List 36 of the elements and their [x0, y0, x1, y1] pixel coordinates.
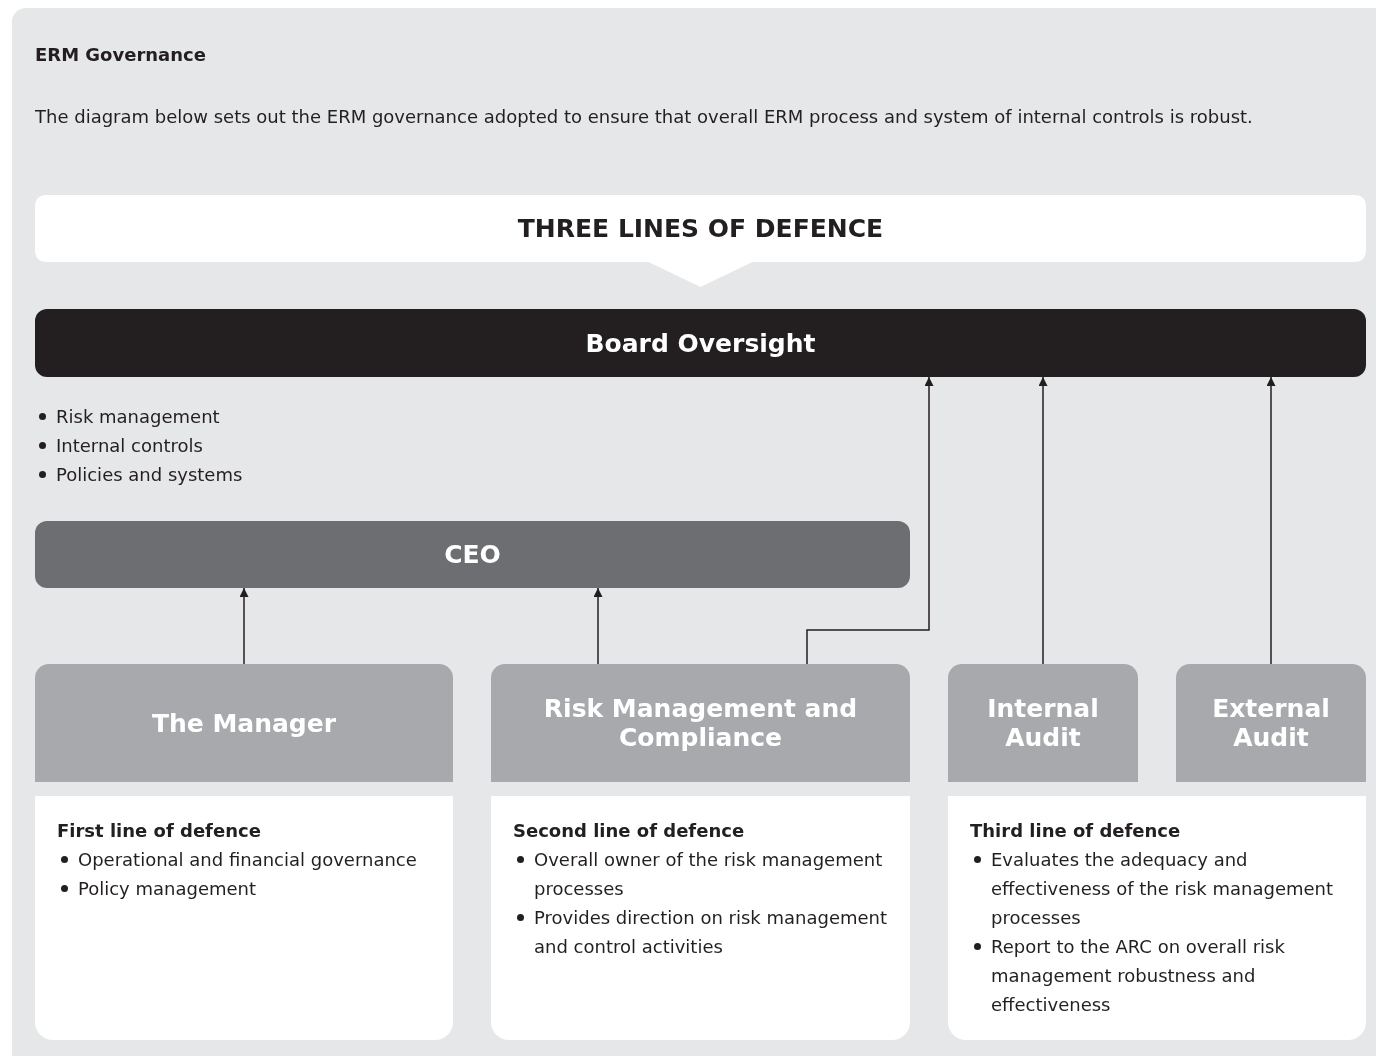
node-label: Internal Audit [986, 694, 1100, 752]
intro-paragraph: The diagram below sets out the ERM governance adopted to ensure that overall ERM process and system of internal controls is robust. [35, 105, 1254, 129]
card-heading: Third line of defence [970, 819, 1182, 843]
node-label: Board Oversight [585, 328, 816, 358]
bullet-item: Policy management [78, 877, 257, 901]
bullet-item: Risk management [56, 405, 220, 429]
bullet-item: Operational and financial governance [78, 848, 417, 872]
bullet-item: Evaluates the adequacy and effectiveness of the risk management processes [991, 848, 1335, 930]
oversight-bar [35, 309, 1366, 377]
banner-title: THREE LINES OF DEFENCE [517, 214, 884, 243]
node-label: The Manager [150, 708, 338, 738]
arrow [806, 376, 934, 665]
arrow [239, 587, 249, 665]
ceo-bar [35, 521, 910, 588]
diagram-title: ERM Governance [35, 44, 206, 65]
role-header [948, 664, 1138, 782]
arrow [1266, 376, 1276, 665]
card-heading: First line of defence [57, 819, 262, 843]
banner-box [35, 195, 1366, 287]
role-header [35, 664, 453, 782]
role-header [1176, 664, 1366, 782]
role-header [491, 664, 910, 782]
bullet-item: Policies and systems [56, 463, 243, 487]
card-heading: Second line of defence [513, 819, 746, 843]
bullet-item: Provides direction on risk management and control activities [534, 906, 888, 959]
node-label: CEO [444, 540, 501, 569]
description-card [491, 796, 910, 1040]
arrow [593, 587, 603, 665]
arrow [1038, 376, 1048, 665]
bullet-item: Report to the ARC on overall risk management robustness and effectiveness [991, 935, 1286, 1017]
bullet-item: Overall owner of the risk management processes [534, 848, 884, 901]
bullet-item: Internal controls [56, 434, 203, 458]
description-card [35, 796, 453, 1040]
node-label: External Audit [1211, 694, 1331, 752]
node-label: Risk Management and Compliance [542, 694, 859, 752]
description-card [948, 796, 1366, 1040]
